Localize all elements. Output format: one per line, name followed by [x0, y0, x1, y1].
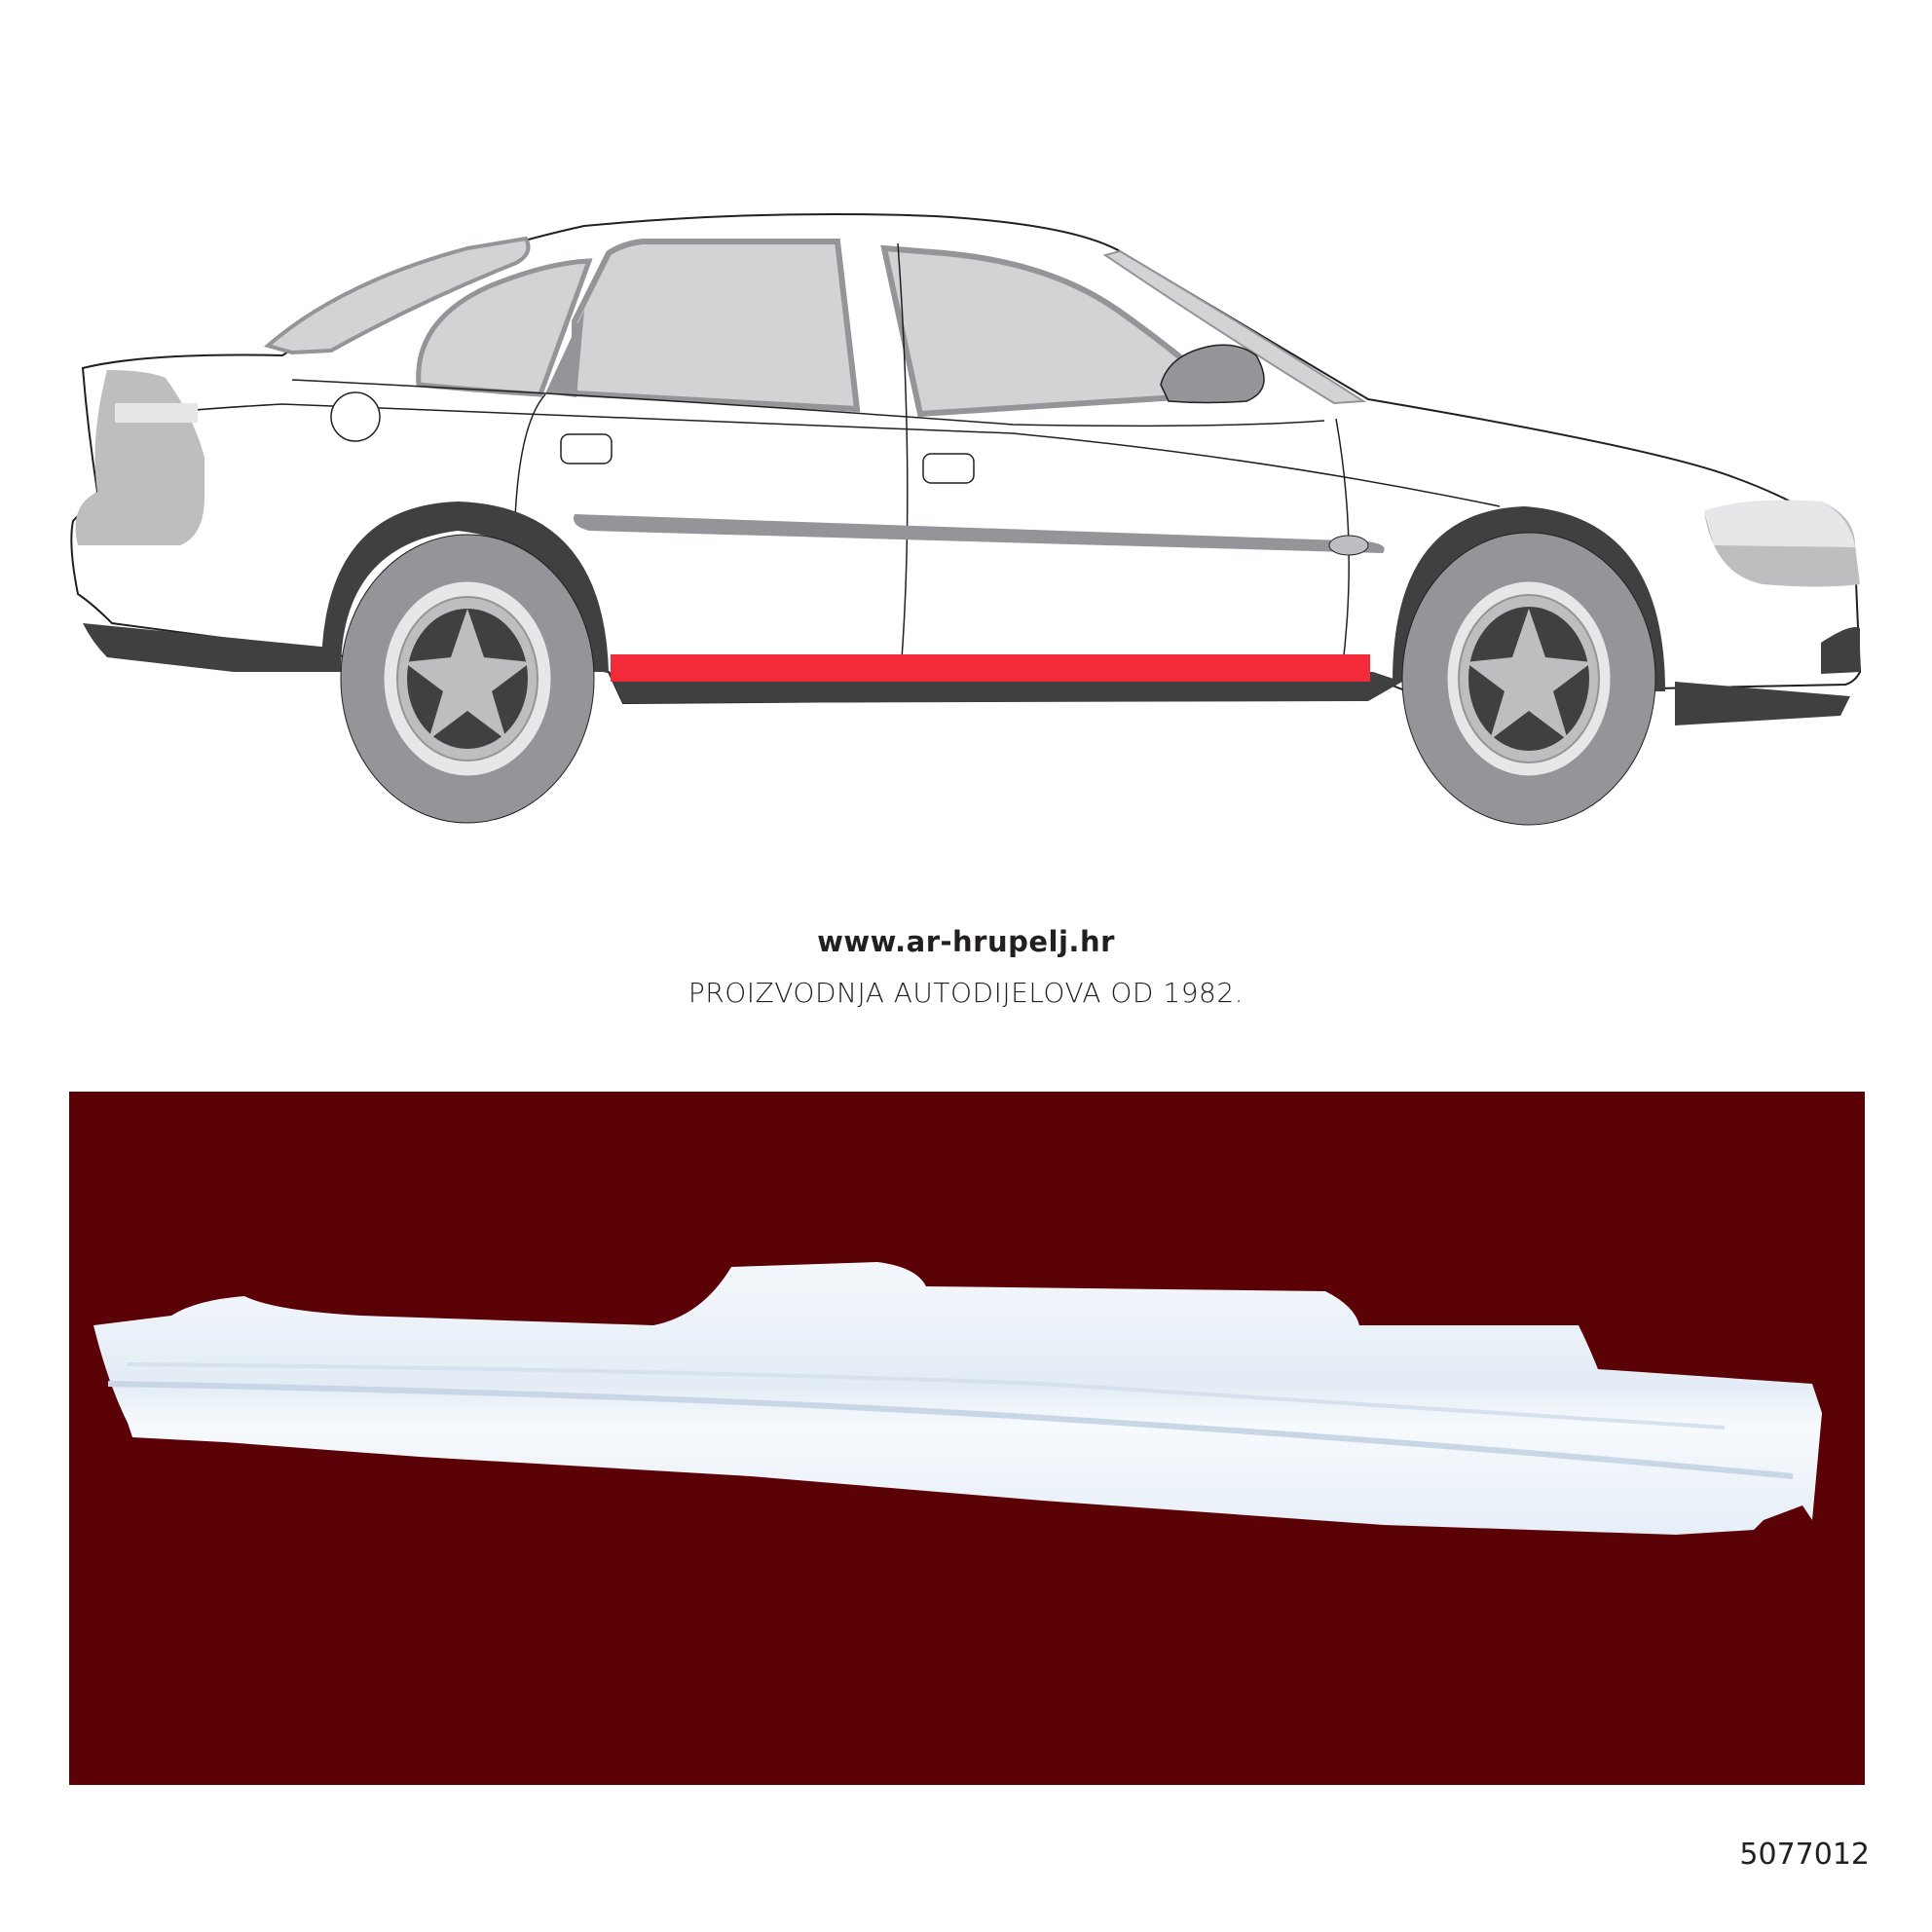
- rear-door-window: [572, 239, 861, 413]
- rear-window: [263, 236, 531, 355]
- company-tagline: PROIZVODNJA AUTODIJELOVA OD 1982.: [687, 977, 1245, 1009]
- side-mirror: [1160, 344, 1265, 404]
- side-trim-strip: [574, 514, 1385, 553]
- rear-bumper-lower: [83, 623, 341, 672]
- website-url: www.ar-hrupelj.hr: [817, 925, 1115, 958]
- rocker-panel-highlight: [611, 654, 1370, 682]
- car-side-diagram: [0, 146, 1932, 828]
- car-illustration: [70, 212, 1862, 826]
- fuel-cap: [330, 391, 381, 442]
- front-bumper-lower: [1675, 682, 1850, 725]
- front-door-handle: [922, 453, 975, 484]
- rear-wheel-arch: [321, 502, 609, 672]
- rocker-panel-part: [93, 1262, 1822, 1535]
- product-photo: [69, 1092, 1865, 1785]
- windshield: [1102, 249, 1367, 405]
- rear-wheel: [340, 534, 595, 824]
- front-wheel: [1401, 532, 1656, 826]
- part-number: 5077012: [1739, 1838, 1870, 1872]
- front-bumper-intake: [1821, 627, 1860, 674]
- rear-door-handle: [560, 433, 613, 464]
- rear-door-window-dark: [545, 310, 584, 397]
- front-wheel-arch: [1393, 506, 1665, 691]
- rocker-panel-photo: [93, 1262, 1822, 1535]
